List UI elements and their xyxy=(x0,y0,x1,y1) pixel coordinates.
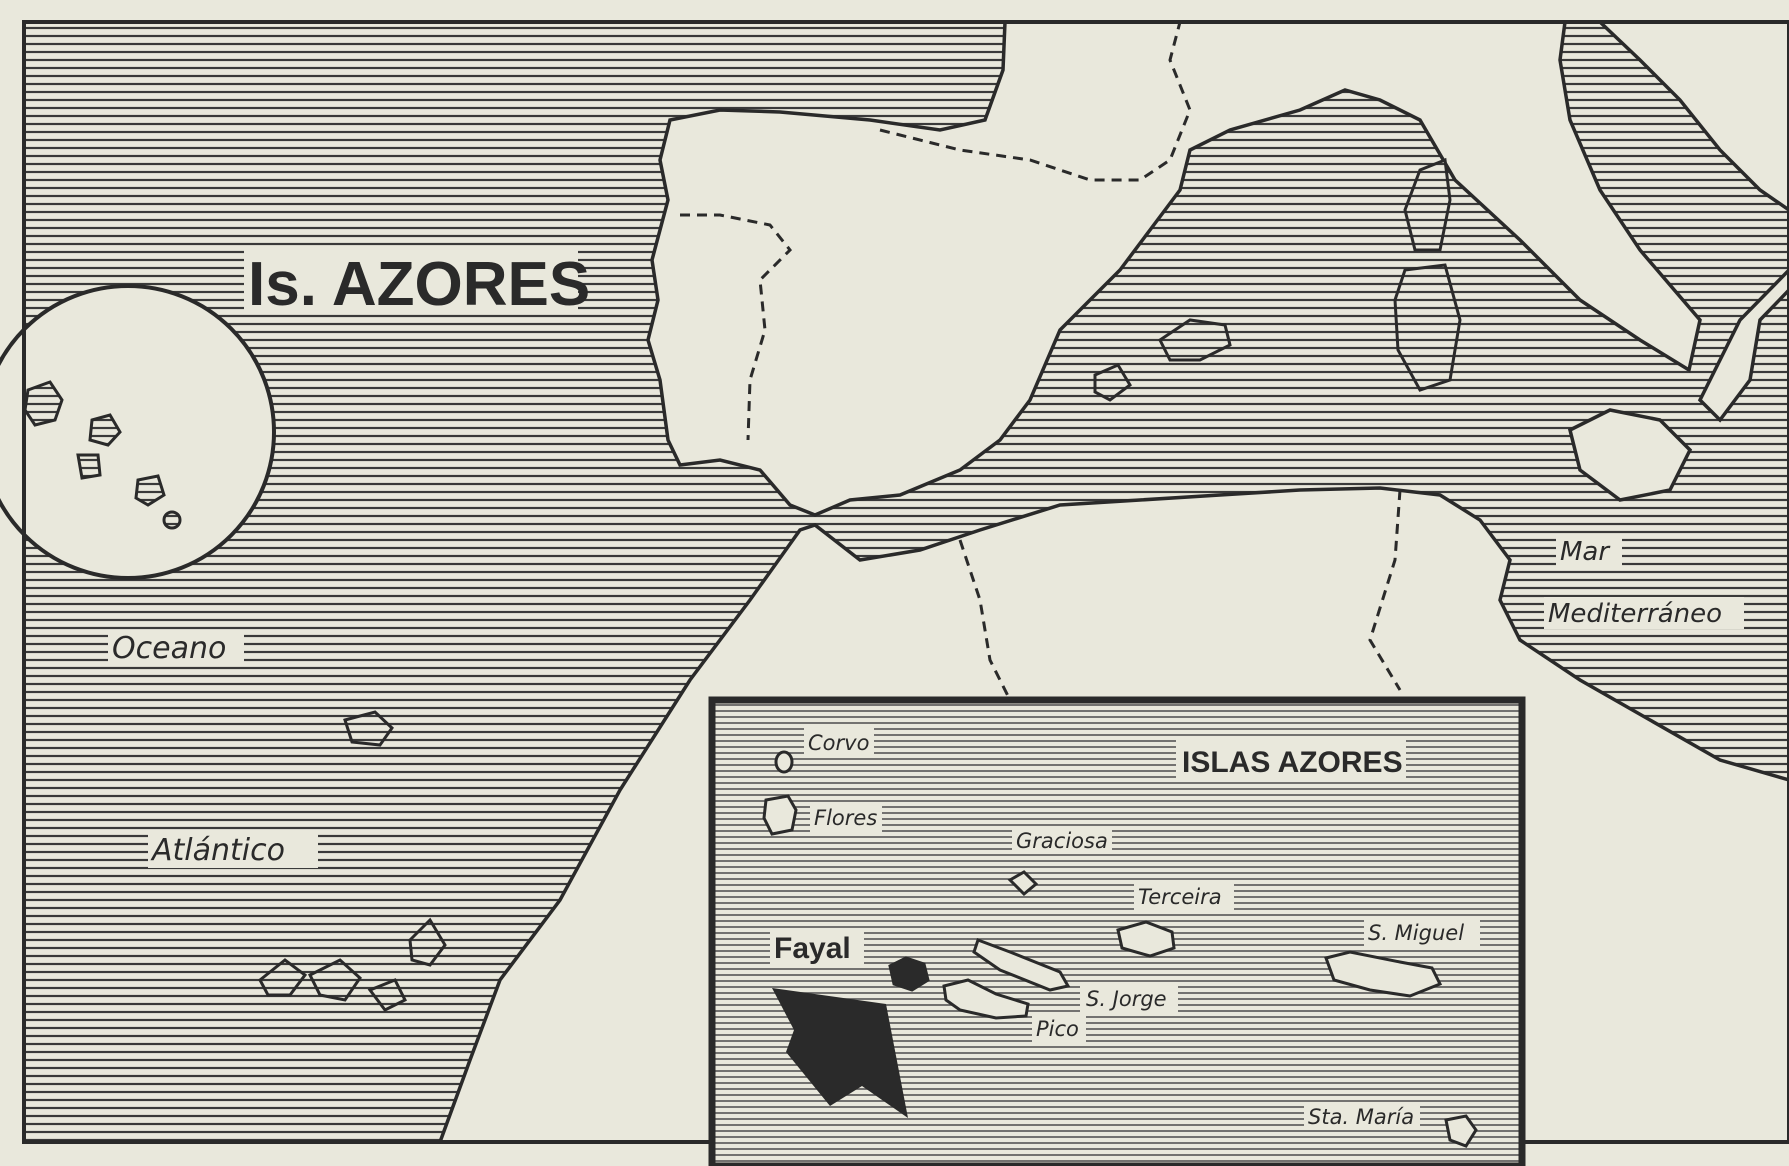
label-bg-sta-maria xyxy=(1304,1102,1420,1130)
ocean-label-line2: Atlántico xyxy=(150,833,285,868)
ocean-label-line1: Oceano xyxy=(112,631,226,666)
sea-label-line1: Mar xyxy=(1560,537,1611,567)
label-bg-pico xyxy=(1032,1016,1086,1044)
land-iberia xyxy=(646,20,1702,517)
label-bg-fayal xyxy=(770,928,864,968)
borders xyxy=(680,21,1402,701)
island-graciosa xyxy=(1007,870,1039,897)
azores-highlight-circle xyxy=(0,284,276,580)
island-s-jorge xyxy=(972,938,1071,992)
land-sicily xyxy=(1567,408,1693,502)
label-bg-s-miguel xyxy=(1364,918,1480,946)
land-italy-south xyxy=(1697,267,1789,423)
island-balearic-1 xyxy=(1158,318,1232,362)
island-group-azores-small xyxy=(23,380,182,530)
map-title: Is. AZORES xyxy=(248,250,590,319)
label-flores: Flores xyxy=(814,806,877,830)
label-bg-corvo xyxy=(804,728,874,756)
ocean-label-bg-2 xyxy=(148,832,318,868)
sea-label-line2: Mediterráneo xyxy=(1548,599,1722,629)
sea-label-bg-1 xyxy=(1556,535,1622,567)
fayal-pointer-arrow xyxy=(772,988,908,1118)
label-bg-terceira xyxy=(1134,882,1234,910)
label-bg-graciosa xyxy=(1012,826,1112,854)
island-flores xyxy=(762,794,798,836)
island-madeira xyxy=(343,710,394,747)
label-bg-s-jorge xyxy=(1080,984,1178,1012)
label-bg-flores xyxy=(810,804,882,832)
label-s-jorge: S. Jorge xyxy=(1086,987,1167,1011)
title-bg xyxy=(244,250,578,314)
island-corsica xyxy=(1403,157,1452,252)
label-graciosa: Graciosa xyxy=(1016,829,1108,853)
island-corvo xyxy=(774,750,794,774)
label-fayal: Fayal xyxy=(774,932,851,965)
label-terceira: Terceira xyxy=(1138,885,1222,909)
island-fayal xyxy=(888,956,930,992)
label-s-miguel: S. Miguel xyxy=(1368,921,1464,945)
label-corvo: Corvo xyxy=(808,731,869,755)
island-pico xyxy=(942,978,1030,1020)
label-pico: Pico xyxy=(1036,1017,1079,1041)
inset-title: ISLAS AZORES xyxy=(1182,746,1403,779)
label-sta-maria: Sta. María xyxy=(1308,1105,1414,1129)
inset-map: ISLAS AZORES Corvo Flores Graciosa Terce… xyxy=(708,696,1526,1166)
land-italy xyxy=(1595,20,1789,213)
island-terceira xyxy=(1116,920,1176,958)
island-s-miguel xyxy=(1324,950,1443,998)
sea-label-bg-2 xyxy=(1544,597,1744,629)
ocean-label-bg-1 xyxy=(108,630,244,666)
island-balearic-2 xyxy=(1093,363,1132,402)
island-group-canary xyxy=(258,917,447,1012)
inset-title-bg xyxy=(1176,740,1406,782)
island-sardinia xyxy=(1393,263,1462,392)
island-sta-maria xyxy=(1444,1114,1478,1148)
